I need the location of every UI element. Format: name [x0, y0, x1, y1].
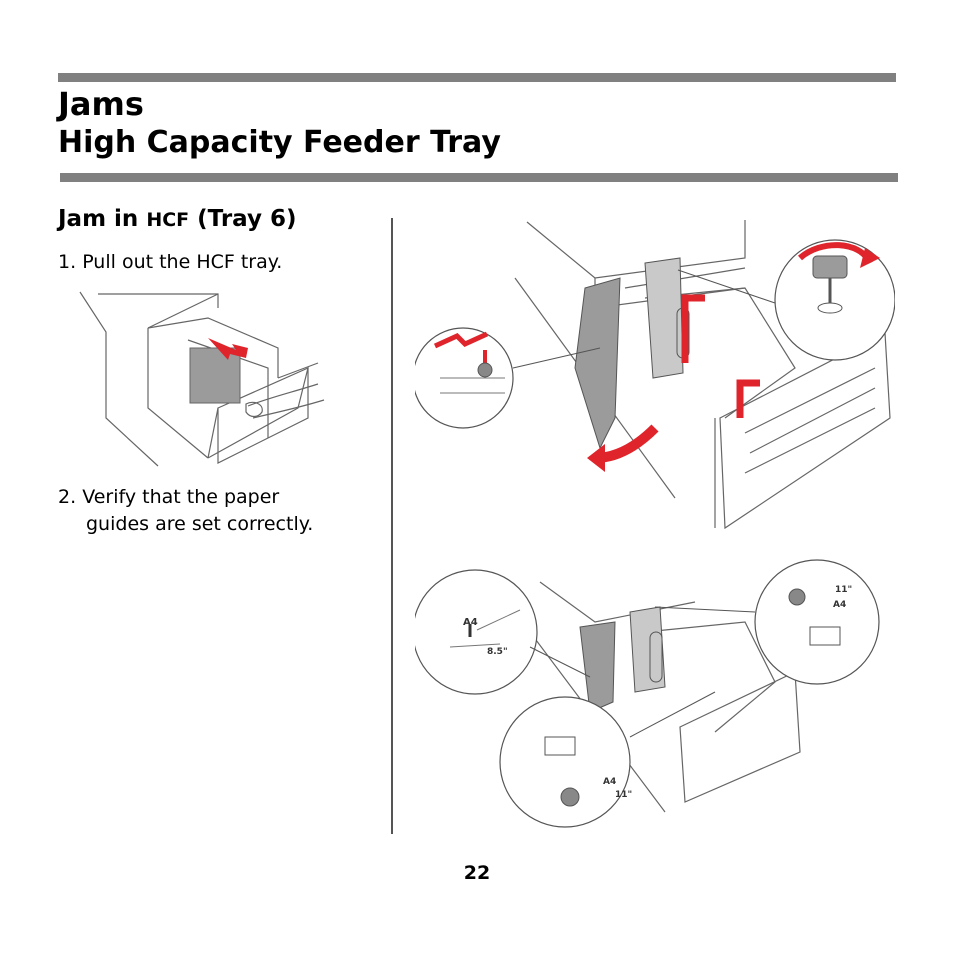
- paper-size-setting-illustration: A4 8.5" 11" A4 A4 11": [415, 559, 880, 828]
- side-guide-rear-2: [629, 606, 666, 693]
- header-rule-top: [58, 73, 896, 82]
- step-1-number: 1.: [58, 251, 77, 273]
- side-guide-left: [574, 277, 621, 450]
- label-a4-a: A4: [463, 617, 478, 628]
- callout-rear-guide-circle: [754, 559, 880, 685]
- thumbscrew-icon: [812, 255, 848, 279]
- step-2-line1: Verify that the paper: [82, 486, 280, 508]
- section-heading: Jam in HCF (Tray 6): [58, 203, 297, 236]
- hand-icon: [247, 383, 325, 419]
- callout-size-scale-circle: [415, 569, 538, 695]
- label-8-5: 8.5": [487, 647, 508, 657]
- paper-guide-unlock-illustration: [415, 220, 895, 530]
- section-heading-abbrev: HCF: [146, 209, 190, 231]
- step-2-line2: guides are set correctly.: [86, 513, 314, 535]
- unlock-arrow-icon: [433, 331, 489, 349]
- section-heading-suffix: (Tray 6): [189, 206, 297, 232]
- label-a4-b: A4: [833, 600, 846, 610]
- step-2-number: 2.: [58, 486, 77, 508]
- side-guide-left-2: [579, 621, 616, 713]
- section-heading-prefix: Jam in: [58, 206, 147, 232]
- step-2: 2. Verify that the paper guides are set …: [58, 484, 313, 538]
- column-divider: [391, 218, 393, 834]
- callout-side-guide-circle: [499, 696, 631, 828]
- pull-arrow-icon: [208, 338, 248, 360]
- label-11-a: 11": [835, 585, 852, 595]
- label-11-b: 11": [615, 790, 632, 800]
- lift-arrow-icon: [681, 294, 705, 363]
- callout-right-circle: [774, 239, 895, 361]
- paper-stack: [189, 347, 241, 404]
- page-number: 22: [463, 862, 491, 884]
- page-subtitle: High Capacity Feeder Tray: [58, 125, 501, 160]
- lift-arrow-icon-2: [736, 379, 760, 418]
- pull-out-tray-illustration: [79, 291, 325, 467]
- step-1: 1. Pull out the HCF tray.: [58, 249, 282, 276]
- page-title: Jams: [58, 85, 144, 123]
- header-rule-bottom: [60, 173, 898, 182]
- step-1-text: Pull out the HCF tray.: [82, 251, 283, 273]
- label-a4-c: A4: [603, 777, 616, 787]
- side-guide-rear: [644, 257, 684, 379]
